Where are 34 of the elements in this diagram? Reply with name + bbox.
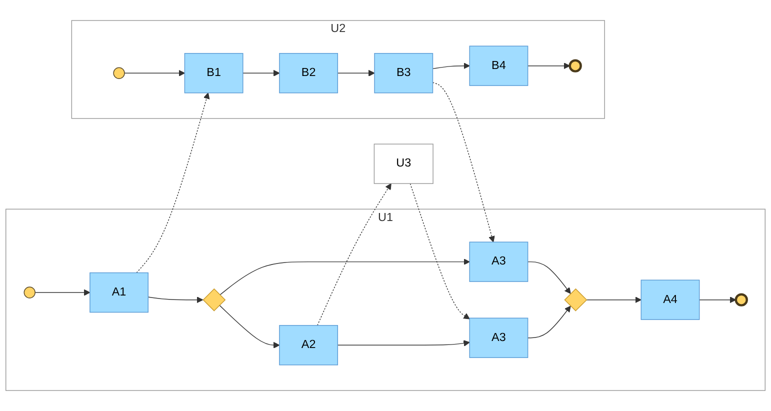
arrow [432, 62, 470, 70]
node-box: A3 [469, 318, 528, 358]
arrow [698, 296, 736, 304]
arrow [220, 258, 470, 296]
arrow [219, 304, 280, 348]
arrow [317, 183, 392, 326]
arrow [34, 289, 90, 296]
arrow [527, 62, 570, 70]
arrow [527, 306, 571, 338]
arrow [124, 70, 185, 76]
node-box: A2 [279, 325, 338, 366]
node-box: B2 [279, 53, 338, 94]
arrow [586, 296, 642, 304]
node-box: U3 [374, 144, 434, 184]
arrow [337, 340, 470, 346]
node-box: A4 [640, 280, 700, 320]
node-diamond [202, 288, 226, 312]
arrow [432, 82, 495, 242]
node-circle [24, 286, 36, 298]
node-circle [113, 67, 125, 79]
arrow [148, 296, 204, 304]
node-box: A1 [90, 272, 148, 313]
node-circle [734, 293, 748, 306]
arrow [527, 261, 571, 294]
arrow [136, 92, 210, 274]
node-box: B4 [469, 46, 528, 86]
node-box: A3 [469, 242, 528, 282]
node-diamond [564, 288, 588, 312]
arrow [242, 70, 280, 76]
node-box: B1 [184, 53, 244, 94]
node-box: B3 [374, 53, 434, 94]
node-circle [568, 59, 582, 72]
arrow [337, 70, 375, 76]
arrow [410, 183, 470, 320]
